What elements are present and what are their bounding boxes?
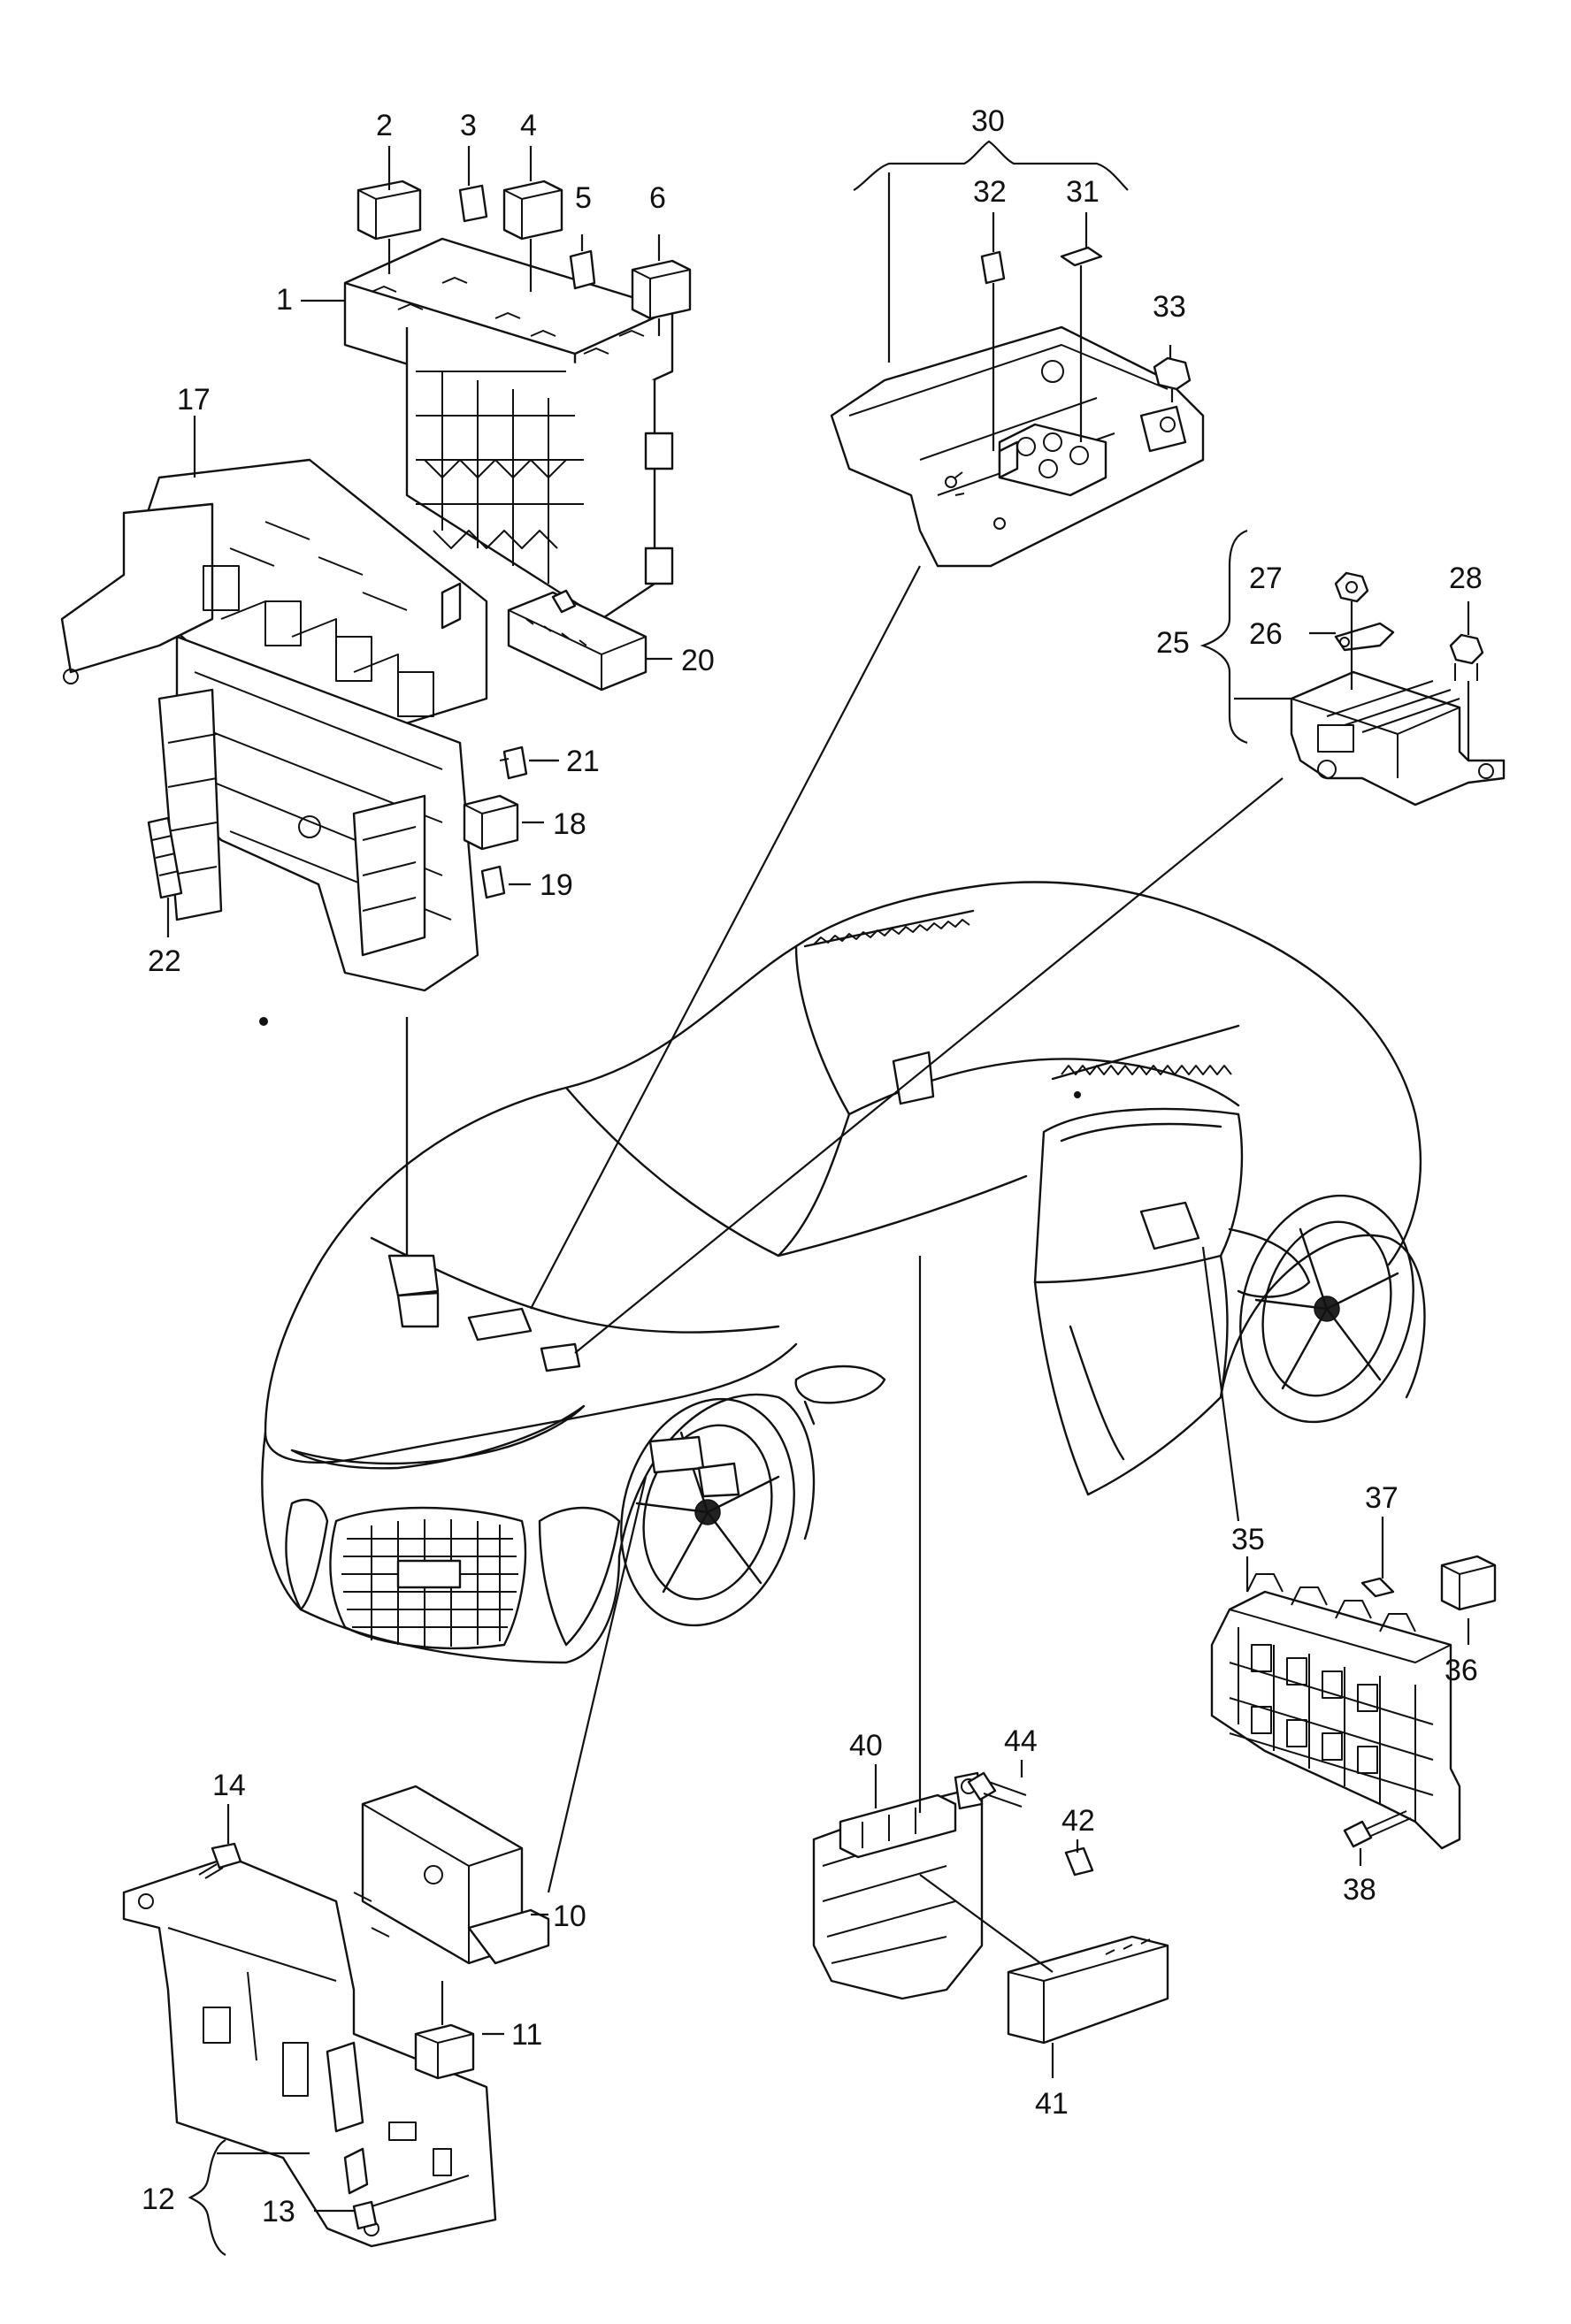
- label-21: 21: [566, 745, 600, 778]
- label-22: 22: [148, 944, 181, 978]
- relay-carrier-assembly: [301, 146, 692, 621]
- label-20: 20: [681, 644, 715, 677]
- label-3: 3: [460, 109, 477, 142]
- label-5: 5: [575, 181, 592, 215]
- label-28: 28: [1449, 562, 1483, 595]
- label-25: 25: [1156, 626, 1190, 660]
- label-37: 37: [1365, 1481, 1399, 1515]
- label-14: 14: [212, 1769, 246, 1802]
- fuse-relay-box-17: [60, 416, 488, 1256]
- label-2: 2: [376, 109, 393, 142]
- label-38: 38: [1343, 1873, 1376, 1907]
- label-31: 31: [1066, 175, 1100, 209]
- mounting-bracket-12: [122, 1476, 648, 2256]
- label-44: 44: [1004, 1724, 1038, 1758]
- label-35: 35: [1231, 1523, 1265, 1556]
- label-17: 17: [177, 383, 211, 417]
- label-32: 32: [973, 175, 1007, 209]
- leader-25-to-car: [574, 777, 1284, 1354]
- label-18: 18: [553, 807, 586, 841]
- label-6: 6: [649, 181, 666, 215]
- label-11: 11: [511, 2018, 542, 2052]
- fuse-box-35: [1201, 1246, 1497, 1866]
- label-30: 30: [971, 104, 1005, 138]
- label-12: 12: [142, 2183, 175, 2216]
- label-27: 27: [1249, 562, 1283, 595]
- relay-bracket-25: [1199, 529, 1506, 807]
- label-42: 42: [1061, 1804, 1095, 1838]
- leader-30-to-car: [530, 565, 921, 1310]
- part-number-labels: 1 2 3 4 5 6 17 20 21 18 19 22 30 32 31 3…: [142, 104, 1483, 2228]
- label-10: 10: [553, 1900, 586, 1933]
- label-36: 36: [1445, 1654, 1478, 1687]
- label-13: 13: [262, 2195, 295, 2228]
- fuse-holder-30: [830, 140, 1205, 568]
- label-41: 41: [1035, 2087, 1069, 2121]
- label-40: 40: [849, 1729, 883, 1762]
- control-unit-40: [812, 1256, 1169, 2078]
- label-19: 19: [540, 868, 573, 902]
- label-4: 4: [520, 109, 537, 142]
- label-26: 26: [1249, 617, 1283, 651]
- car-body-illustration: [259, 881, 1426, 1664]
- label-33: 33: [1153, 290, 1186, 324]
- label-1: 1: [276, 283, 293, 317]
